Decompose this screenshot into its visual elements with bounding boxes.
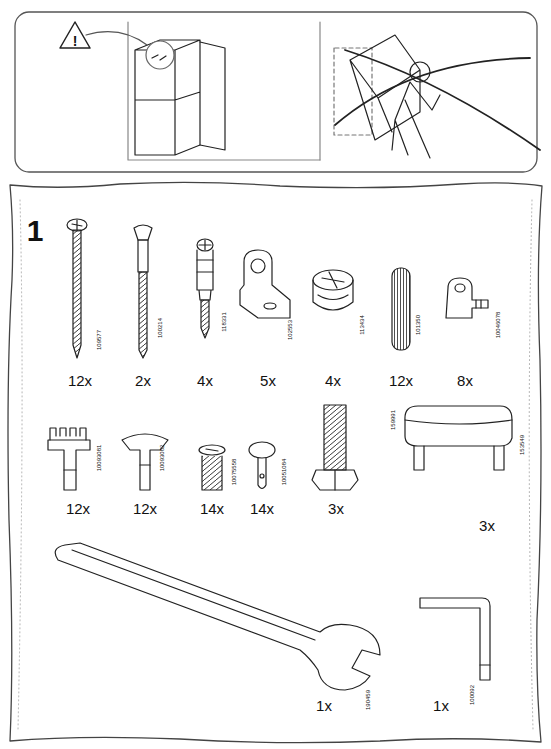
part-number: 113434 [359,315,365,335]
adjustable-foot [312,405,358,490]
dowel-screw [197,239,213,338]
shelf-clip [446,278,488,318]
warning-mark: ! [73,34,78,48]
quantity-label: 5x [260,373,276,388]
part-number: 10075558 [231,459,237,486]
part-number: 102553 [287,320,293,340]
allen-key [420,598,490,680]
quantity-label: 4x [325,373,341,388]
wooden-dowel [392,268,410,350]
quantity-label: 14x [250,501,274,516]
part-number: 159991 [390,410,396,430]
wall-anchor-warning [60,22,320,160]
part-number: 10093081 [96,445,102,472]
part-number: 100092 [469,685,475,705]
quantity-label: 12x [66,501,90,516]
part-number: 190459 [365,690,371,710]
quantity-label: 8x [457,373,473,388]
connector-bolt [134,225,152,358]
part-number: 109577 [96,330,102,350]
hinge-plug [122,434,168,490]
quantity-label: 12x [68,373,92,388]
hinge-clip [48,428,90,490]
plastic-screw [199,445,225,490]
plinth-leg [405,406,512,470]
quantity-label: 14x [200,501,224,516]
quantity-label: 3x [328,501,344,516]
part-number: 10046078 [495,312,501,339]
quantity-label: 1x [316,698,332,713]
wood-screw [67,219,87,358]
open-end-wrench [55,543,380,690]
step-number: 1 [27,216,44,246]
part-number: 118331 [221,312,227,332]
part-number: 10051084 [281,459,287,486]
quantity-label: 3x [479,518,495,533]
quantity-label: 12x [133,501,157,516]
parts-bag-frame [8,182,542,742]
part-number: 10093082 [159,445,165,472]
angle-bracket [240,250,290,318]
quantity-label: 12x [389,373,413,388]
cam-lock [313,270,353,310]
quantity-label: 2x [135,373,151,388]
part-number: 101350 [415,315,421,335]
warning-panel [15,12,537,172]
part-number: 153549 [519,435,525,455]
quantity-label: 1x [433,698,449,713]
plug-pin [249,442,275,489]
tipping-warning [320,22,540,160]
part-number: 100214 [157,318,163,338]
quantity-label: 4x [197,373,213,388]
